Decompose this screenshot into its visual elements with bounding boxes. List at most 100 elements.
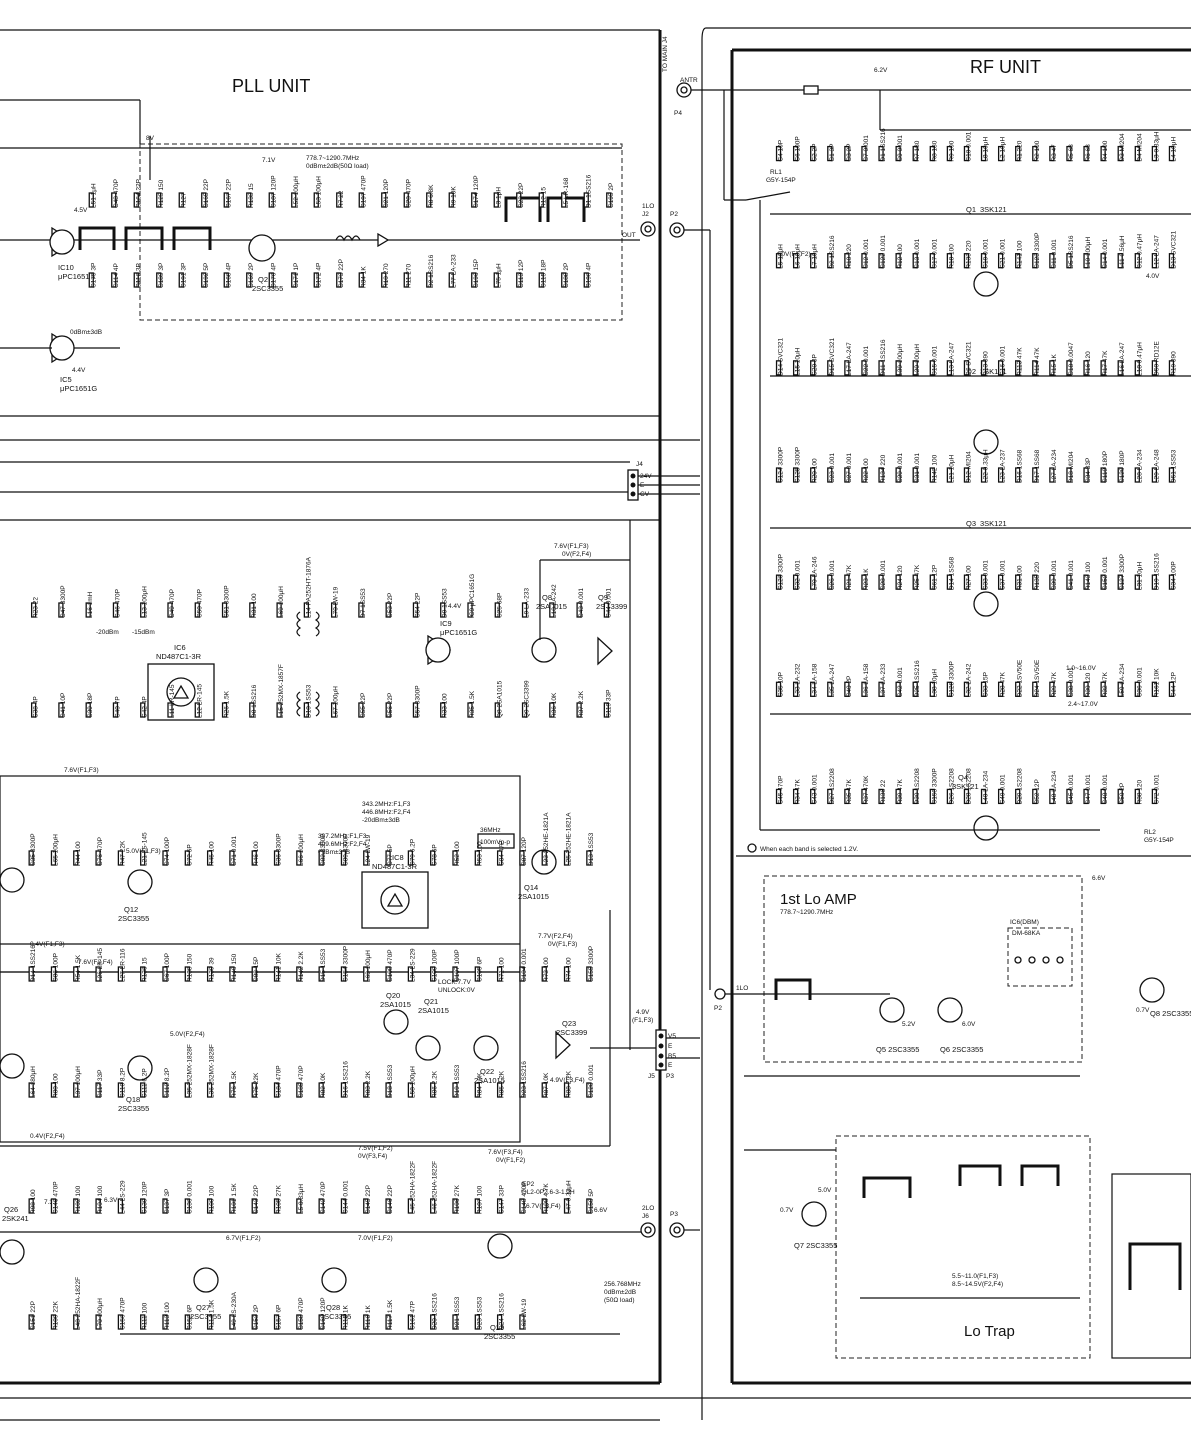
component-designator: C18 0.0047 [1068,342,1075,376]
component-designator: L22 0.33μH [983,449,990,483]
component-body [1168,574,1175,590]
component-body [471,192,477,208]
q2fet-label: Q2 [966,367,976,376]
q8-rf-transistor [1139,977,1165,1003]
component-body [112,702,119,718]
component-body [28,966,34,982]
component-designator: C153 3300P [931,768,938,804]
v76a-label: 7.6V(F1,F3) [554,543,589,550]
component-body [563,1198,570,1214]
mid-level-label: -20dBm±3dB [362,817,400,824]
component-designator: L4 10μH [1170,137,1177,162]
component-body [1134,467,1140,483]
component-designator: C16 0.001 [1000,345,1007,375]
component-body [318,1314,324,1330]
component-body [474,1314,480,1330]
antr-label: ANTR [680,77,698,84]
q8rf-label: Q8 2SC3355 [1150,1009,1191,1018]
component-body [340,1198,347,1214]
component-body [313,192,319,208]
component-designator: L23 252HE-1821A [543,812,550,866]
component-body [268,192,274,208]
j5-connector[interactable] [655,1029,667,1071]
component-body [946,681,953,697]
component-body [246,272,252,288]
component-body [496,966,503,982]
component-designator: C119 33P [605,690,612,718]
component-designator: R1 220 [1017,140,1024,161]
component-body [474,1198,480,1214]
component-body [494,602,500,618]
component-body [792,574,799,590]
component-body [184,850,190,866]
component-designator: C25 68P [496,593,503,618]
component-body [358,702,364,718]
component-designator: C37 0.001 [1000,560,1007,590]
component-designator: Q9 2SC3399 [524,680,531,718]
component-body [340,1082,347,1098]
q2-label: Q2 [258,275,268,284]
component-body [1100,681,1106,697]
component-body [963,360,970,376]
component-body [363,1314,369,1330]
p2-connector-lo[interactable] [714,988,726,1000]
component-body [844,574,850,590]
component-body [963,681,970,697]
component-designator: C143 22P [253,1185,260,1214]
q9-part: 2SC3399 [596,602,627,611]
component-designator: C114 4P [113,263,120,288]
component-designator: C14 0.001 [1102,238,1109,268]
component-designator: R109 22K [52,1300,59,1330]
v44b-label: 4.4V [448,603,462,610]
component-designator: R73 100 [543,957,550,982]
v50rf-label: 5.0V [818,1187,832,1194]
component-body [775,574,782,590]
component-designator: C36 0.001 [1136,667,1143,697]
component-body [117,1314,124,1330]
component-designator: R37 470K [863,775,870,805]
component-designator: C22 22P [518,183,525,208]
component-designator: C76 470P [97,837,104,866]
ic5-label: IC5 [60,375,72,384]
component-body [291,192,297,208]
component-designator: C33 0.001 [983,560,990,590]
component-designator: D23 1SS53 [476,1296,483,1330]
component-body [223,272,229,288]
component-body [430,850,436,866]
component-designator: L18 0.47μH [1136,342,1143,376]
component-body [844,681,850,697]
component-designator: R8 180 [931,140,938,161]
component-designator: R76 1.5K [231,1070,238,1098]
component-designator: L37 100μH [75,1066,82,1098]
component-designator: D1 1SS216 [585,174,592,208]
component-designator: R117 1.5K [387,1299,394,1330]
component-body [1015,145,1021,162]
component-body [194,602,200,618]
component-body [583,272,589,288]
component-body [1151,788,1158,805]
component-body [251,1198,257,1214]
component-designator: C192 5P [203,263,210,288]
component-body [95,1198,101,1214]
component-body [318,1082,324,1098]
component-designator: C84 47P [499,841,506,866]
component-designator: R98 100 [30,1189,37,1214]
component-body [1049,681,1055,697]
component-body [1117,574,1123,590]
component-designator: C55 22P [360,693,367,718]
component-designator: R18 100 [948,244,955,269]
trap-stripline-1 [862,1176,912,1198]
component-body [895,681,901,697]
component-body [844,253,850,269]
component-designator: C40 2P [846,676,853,698]
component-designator: R161 10K [1153,668,1160,698]
l15-transformer [296,691,320,717]
component-body [963,467,970,483]
component-designator: R83 2.2K [365,1070,372,1098]
component-designator: L12 LR-145 [196,684,203,718]
component-body [1032,253,1038,269]
component-body [997,681,1004,697]
component-designator: R34 1K [360,266,367,288]
component-designator: R37 2.2K [578,690,585,718]
q5-transistor [879,997,905,1023]
